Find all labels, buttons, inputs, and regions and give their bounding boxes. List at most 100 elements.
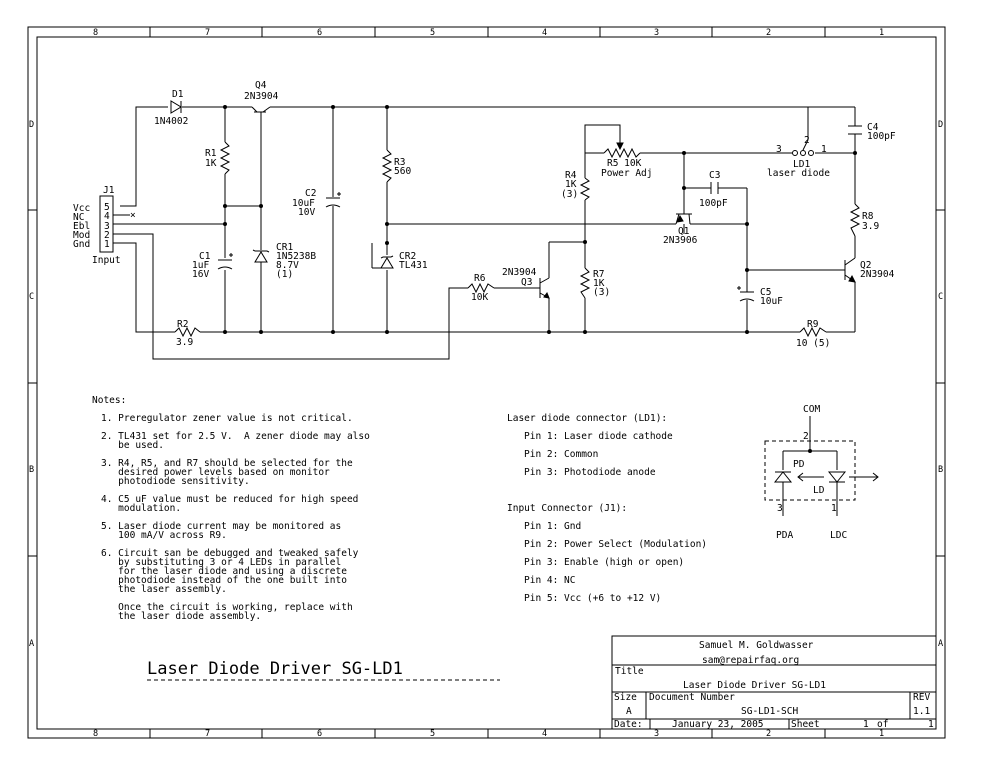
d1-ref: D1 <box>172 89 184 100</box>
cr2-ref: CR2 <box>399 251 416 262</box>
zone-top-2: 2 <box>766 28 771 38</box>
c2-value: 10uF <box>292 198 315 209</box>
j1-num-2: 2 <box>104 230 110 241</box>
j1-pin-vcc: Vcc <box>73 203 90 214</box>
q4-ref: Q4 <box>255 80 267 91</box>
r9-resistor-symbol <box>799 326 827 338</box>
c5-capacitor-symbol <box>737 286 755 302</box>
cr1-zener-symbol <box>252 249 270 263</box>
note-line: photodiode instead of the one built into <box>101 575 347 586</box>
junction-dot <box>682 186 686 190</box>
input-connector-title: Input Connector (J1): <box>507 503 627 514</box>
junction-dot <box>745 222 749 226</box>
component-symbols <box>99 100 862 338</box>
c2-capacitor-symbol <box>325 192 341 208</box>
tb-rev: 1.1 <box>913 706 930 717</box>
c4-capacitor-symbol <box>848 125 862 135</box>
note-line: 2. TL431 set for 2.5 V. A zener diode ma… <box>101 431 370 442</box>
zone-top-6: 6 <box>317 28 322 38</box>
input-pin-line: Pin 2: Power Select (Modulation) <box>524 539 707 550</box>
r1-ref: R1 <box>205 148 217 159</box>
zone-top-8: 8 <box>93 28 98 38</box>
r7-note: (3) <box>593 287 610 298</box>
c2-volt: 10V <box>298 207 315 218</box>
note-line: by substituting 3 or 4 LEDs in parallel <box>101 557 341 568</box>
cr1-ref: CR1 <box>276 242 293 253</box>
q3-ref: Q3 <box>521 277 532 288</box>
q1-part: 2N3906 <box>663 235 698 246</box>
note-line: photodiode sensitivity. <box>101 476 250 487</box>
note-line: desired power levels based on monitor <box>101 467 330 478</box>
zone-top-3: 3 <box>654 28 659 38</box>
r6-ref: R6 <box>474 273 486 284</box>
tb-date: January 23, 2005 <box>672 719 764 730</box>
j1-ref: J1 <box>103 185 115 196</box>
note-line: 3. R4, R5, and R7 should be selected for… <box>101 458 353 469</box>
cr1-volt: 8.7V <box>276 260 299 271</box>
junction-dot <box>853 151 857 155</box>
junction-dot <box>745 330 749 334</box>
r8-resistor-symbol <box>849 203 861 237</box>
note-line: for the laser diode and using a discrete <box>101 566 347 577</box>
notes-block: Notes: 1. Preregulator zener value is no… <box>92 395 370 622</box>
j1-connector-symbol <box>99 195 114 253</box>
big-title-block: Laser Diode Driver SG-LD1 <box>147 659 500 681</box>
note-line: Once the circuit is working, replace wit… <box>101 602 353 613</box>
note-line: 1. Preregulator zener value is not criti… <box>101 413 353 424</box>
j1-pin-gnd: Gnd <box>73 239 90 250</box>
zone-top-4: 4 <box>542 28 547 38</box>
junction-dot <box>259 330 263 334</box>
zone-bottom-7: 7 <box>205 729 210 739</box>
q4-part: 2N3904 <box>244 91 279 102</box>
junction-dot <box>583 240 587 244</box>
junction-dot <box>331 105 335 109</box>
zone-left-a: A <box>29 639 34 649</box>
c4-ref: C4 <box>867 122 879 133</box>
note-line: modulation. <box>101 503 181 514</box>
component-labels: D1 1N4002 Q4 2N3904 R1 1K C2 10uF 10V R3… <box>73 80 896 349</box>
junction-dot <box>682 151 686 155</box>
junction-dot <box>223 330 227 334</box>
tb-author: Samuel M. Goldwasser <box>699 640 814 651</box>
input-connector-desc: Input Connector (J1): Pin 1: Gnd Pin 2: … <box>507 503 707 604</box>
j1-num-5: 5 <box>104 202 110 213</box>
junction-dot <box>745 268 749 272</box>
q1-transistor-symbol <box>675 212 692 225</box>
r4-resistor-symbol <box>579 177 591 201</box>
ld-pin1-label: 1 <box>831 503 837 514</box>
ld-pda-label: PDA <box>776 530 793 541</box>
r3-value: 560 <box>394 166 411 177</box>
zone-right-a: A <box>938 639 943 649</box>
zone-right-d: D <box>938 120 943 130</box>
junction-dot <box>259 204 263 208</box>
q2-ref: Q2 <box>860 260 871 271</box>
r2-ref: R2 <box>177 319 188 330</box>
junction-dot <box>385 222 389 226</box>
r8-ref: R8 <box>862 211 874 222</box>
junction-dot <box>223 204 227 208</box>
q3-part: 2N3904 <box>502 267 537 278</box>
zone-bottom-8: 8 <box>93 729 98 739</box>
ld-pin-line: Pin 2: Common <box>524 449 598 460</box>
c5-ref: C5 <box>760 287 771 298</box>
r4-note: (3) <box>561 189 578 200</box>
tb-size: A <box>626 706 632 717</box>
c1-ref: C1 <box>199 251 211 262</box>
junction-dots <box>223 105 857 334</box>
input-pin-line: Pin 4: NC <box>524 575 575 586</box>
note-line: the laser diode assembly. <box>101 611 261 622</box>
cr1-part: 1N5238B <box>276 251 316 262</box>
input-pin-line: Pin 5: Vcc (+6 to +12 V) <box>524 593 661 604</box>
d1-part: 1N4002 <box>154 116 188 127</box>
q2-transistor-symbol <box>844 257 856 283</box>
zone-right-b: B <box>938 465 943 475</box>
zone-bottom-1: 1 <box>879 729 884 739</box>
r1-resistor-symbol <box>219 141 231 175</box>
junction-dot <box>385 105 389 109</box>
r7-resistor-symbol <box>579 267 591 299</box>
tb-sheet-total: 1 <box>928 719 934 730</box>
r9-value: 10 (5) <box>796 338 830 349</box>
zone-bottom-6: 6 <box>317 729 322 739</box>
zone-top-7: 7 <box>205 28 210 38</box>
